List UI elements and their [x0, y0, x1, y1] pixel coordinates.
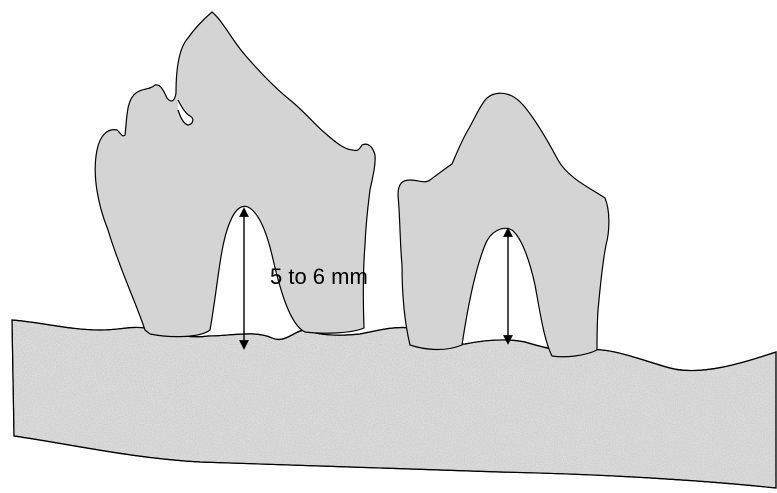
right-tooth [398, 93, 609, 357]
bone-base [12, 320, 776, 488]
measurement-label: 5 to 6 mm [270, 264, 368, 289]
